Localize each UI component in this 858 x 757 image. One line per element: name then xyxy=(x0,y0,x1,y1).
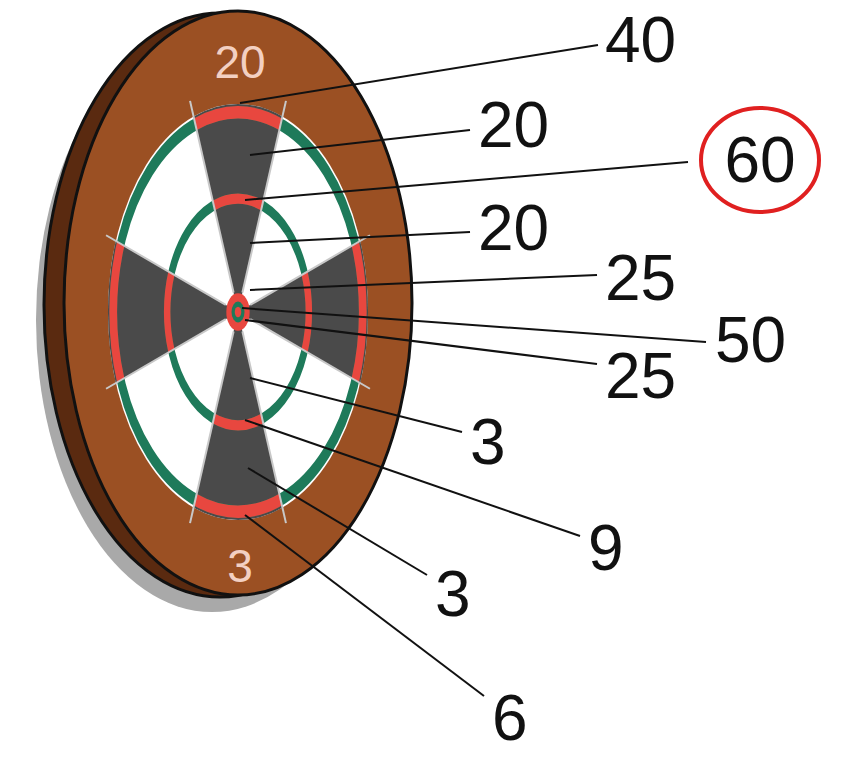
callout-number: 20 xyxy=(478,93,549,157)
board-number: 3 xyxy=(227,543,253,589)
callout-number: 9 xyxy=(588,516,624,580)
board-number: 20 xyxy=(214,39,265,85)
callout-number: 25 xyxy=(605,344,676,408)
callout-number: 20 xyxy=(478,196,549,260)
callout-number: 6 xyxy=(492,686,528,750)
callout-number: 3 xyxy=(470,410,506,474)
callout-number: 50 xyxy=(715,308,786,372)
callout-number: 40 xyxy=(605,8,676,72)
highlight-circle: 60 xyxy=(698,105,822,215)
callout-number: 3 xyxy=(435,562,471,626)
callout-number: 60 xyxy=(698,128,822,192)
callout-number: 25 xyxy=(605,246,676,310)
